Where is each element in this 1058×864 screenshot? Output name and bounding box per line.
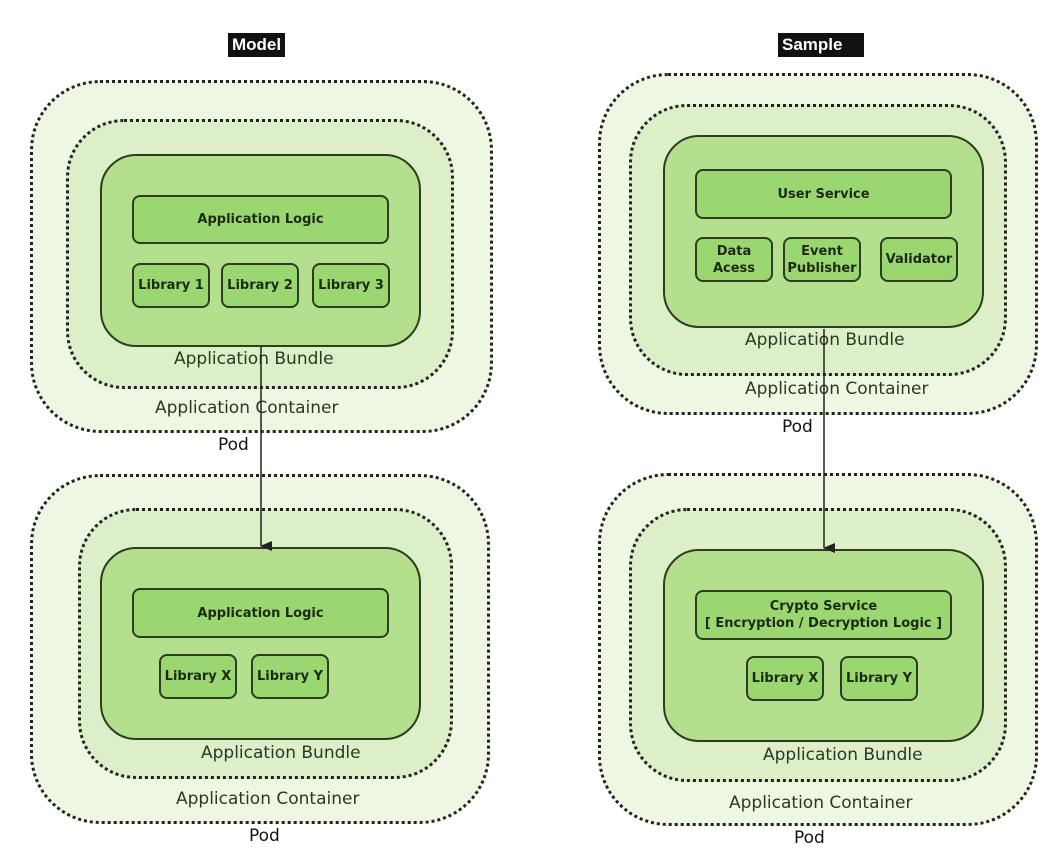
model-source-pod-label: Pod xyxy=(218,435,249,455)
model-target-bundle xyxy=(100,547,421,740)
sample-event-publisher: Event Publisher xyxy=(783,237,861,282)
sample-library-y: Library Y xyxy=(840,656,918,701)
sample-header: Sample xyxy=(778,33,865,57)
model-library-x: Library X xyxy=(159,654,237,699)
model-source-container-label: Application Container xyxy=(155,398,339,418)
sample-source-container-label: Application Container xyxy=(745,379,929,399)
model-target-pod-label: Pod xyxy=(249,826,280,846)
sample-data-access: Data Acess xyxy=(695,237,773,282)
sample-target-bundle-label: Application Bundle xyxy=(763,745,923,765)
model-library-3: Library 3 xyxy=(312,263,390,308)
sample-target-pod-label: Pod xyxy=(794,828,825,848)
model-library-2: Library 2 xyxy=(221,263,299,308)
sample-target-container-label: Application Container xyxy=(729,793,913,813)
model-header: Model xyxy=(228,33,286,57)
sample-target-bundle xyxy=(663,549,984,742)
model-source-application-logic: Application Logic xyxy=(132,195,389,244)
sample-crypto-service: Crypto Service [ Encryption / Decryption… xyxy=(695,590,952,640)
model-library-y: Library Y xyxy=(251,654,329,699)
crypto-service-subtitle: [ Encryption / Decryption Logic ] xyxy=(704,616,943,631)
sample-source-pod-label: Pod xyxy=(782,417,813,437)
model-target-application-logic: Application Logic xyxy=(132,588,389,638)
crypto-service-title: Crypto Service xyxy=(769,599,878,614)
sample-source-bundle xyxy=(663,135,984,328)
sample-source-bundle-label: Application Bundle xyxy=(745,330,905,350)
model-source-bundle-label: Application Bundle xyxy=(174,349,334,369)
model-target-bundle-label: Application Bundle xyxy=(201,743,361,763)
model-library-1: Library 1 xyxy=(132,263,210,308)
sample-validator: Validator xyxy=(880,237,958,282)
model-target-container-label: Application Container xyxy=(176,789,360,809)
model-source-bundle xyxy=(100,154,421,347)
sample-user-service: User Service xyxy=(695,169,952,219)
sample-library-x: Library X xyxy=(746,656,824,701)
